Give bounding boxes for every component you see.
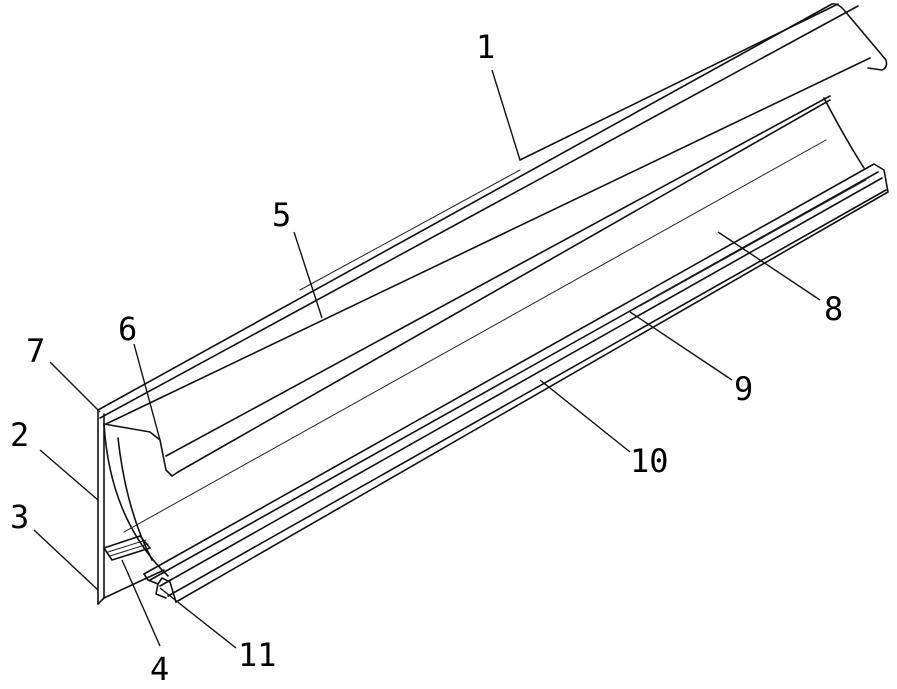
callout-3: 3 — [10, 498, 29, 536]
callout-9: 9 — [734, 370, 753, 408]
callout-2: 2 — [10, 416, 29, 454]
callout-1: 1 — [476, 28, 495, 66]
leader-3 — [33, 529, 99, 591]
leader-11 — [159, 587, 237, 649]
callout-6: 6 — [118, 310, 137, 348]
end-section — [97, 409, 165, 605]
callouts: 1 2 3 4 5 6 7 8 9 10 11 — [10, 28, 843, 688]
leader-9 — [629, 311, 733, 381]
leader-2 — [39, 449, 99, 501]
leader-6 — [133, 343, 161, 441]
leader-5 — [293, 231, 323, 319]
leader-lines — [33, 69, 821, 649]
front-lip — [103, 95, 831, 477]
leader-7 — [49, 361, 101, 413]
callout-10: 10 — [630, 442, 669, 480]
callout-7: 7 — [26, 332, 45, 370]
callout-8: 8 — [824, 290, 843, 328]
leader-10 — [539, 379, 631, 453]
leader-8 — [717, 231, 821, 301]
callout-4: 4 — [150, 650, 169, 688]
leader-4 — [121, 559, 161, 647]
callout-5: 5 — [272, 196, 291, 234]
inner-reflector — [103, 97, 865, 577]
top-surface — [97, 3, 888, 425]
leader-1 — [491, 69, 521, 161]
front-rail — [143, 163, 889, 603]
callout-11: 11 — [238, 636, 277, 674]
